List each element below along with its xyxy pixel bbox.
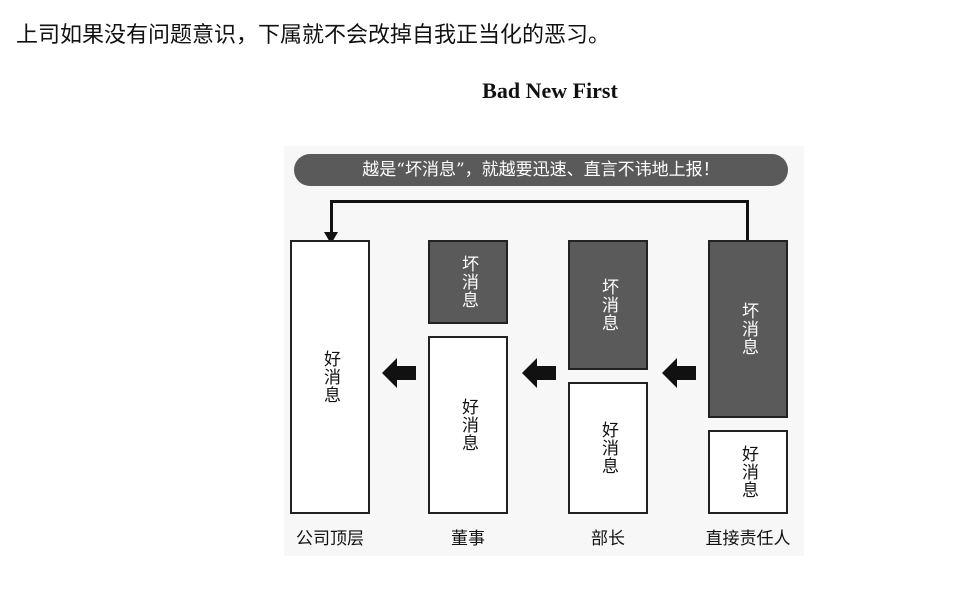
good-news-label: 好消息	[598, 421, 618, 475]
route-up-line	[746, 200, 749, 240]
diagram-banner: 越是“坏消息”，就越要迅速、直言不讳地上报！	[294, 154, 788, 186]
good-news-label: 好消息	[738, 445, 758, 499]
route-top-line	[330, 200, 749, 203]
intro-paragraph: 上司如果没有问题意识，下属就不会改掉自我正当化的恶习。	[16, 23, 611, 48]
column-label-responsible-person: 直接责任人	[705, 529, 791, 549]
bad-news-label: 坏消息	[738, 302, 758, 356]
director-good-news-box: 好消息	[428, 336, 508, 514]
department-head-good-news-box: 好消息	[568, 382, 648, 514]
column-label-department-head: 部长	[591, 529, 625, 549]
responsible-person-good-news-box: 好消息	[708, 430, 788, 514]
bad-news-label: 坏消息	[598, 278, 618, 332]
flow-left-arrow-icon	[662, 358, 696, 388]
route-down-line	[330, 200, 333, 234]
column-label-company-top: 公司顶层	[296, 529, 364, 549]
column-label-director: 董事	[451, 529, 485, 549]
flow-left-arrow-icon	[522, 358, 556, 388]
bad-news-label: 坏消息	[458, 255, 478, 309]
responsible-person-bad-news-box: 坏消息	[708, 240, 788, 418]
department-head-bad-news-box: 坏消息	[568, 240, 648, 370]
company-top-good-news-box: 好消息	[290, 240, 370, 514]
flow-left-arrow-icon	[382, 358, 416, 388]
good-news-label: 好消息	[320, 350, 340, 404]
bad-news-first-diagram: 越是“坏消息”，就越要迅速、直言不讳地上报！ 好消息 坏消息 好消息 坏消息 好…	[284, 146, 804, 556]
good-news-label: 好消息	[458, 398, 478, 452]
figure-title: Bad New First	[482, 78, 618, 103]
director-bad-news-box: 坏消息	[428, 240, 508, 324]
